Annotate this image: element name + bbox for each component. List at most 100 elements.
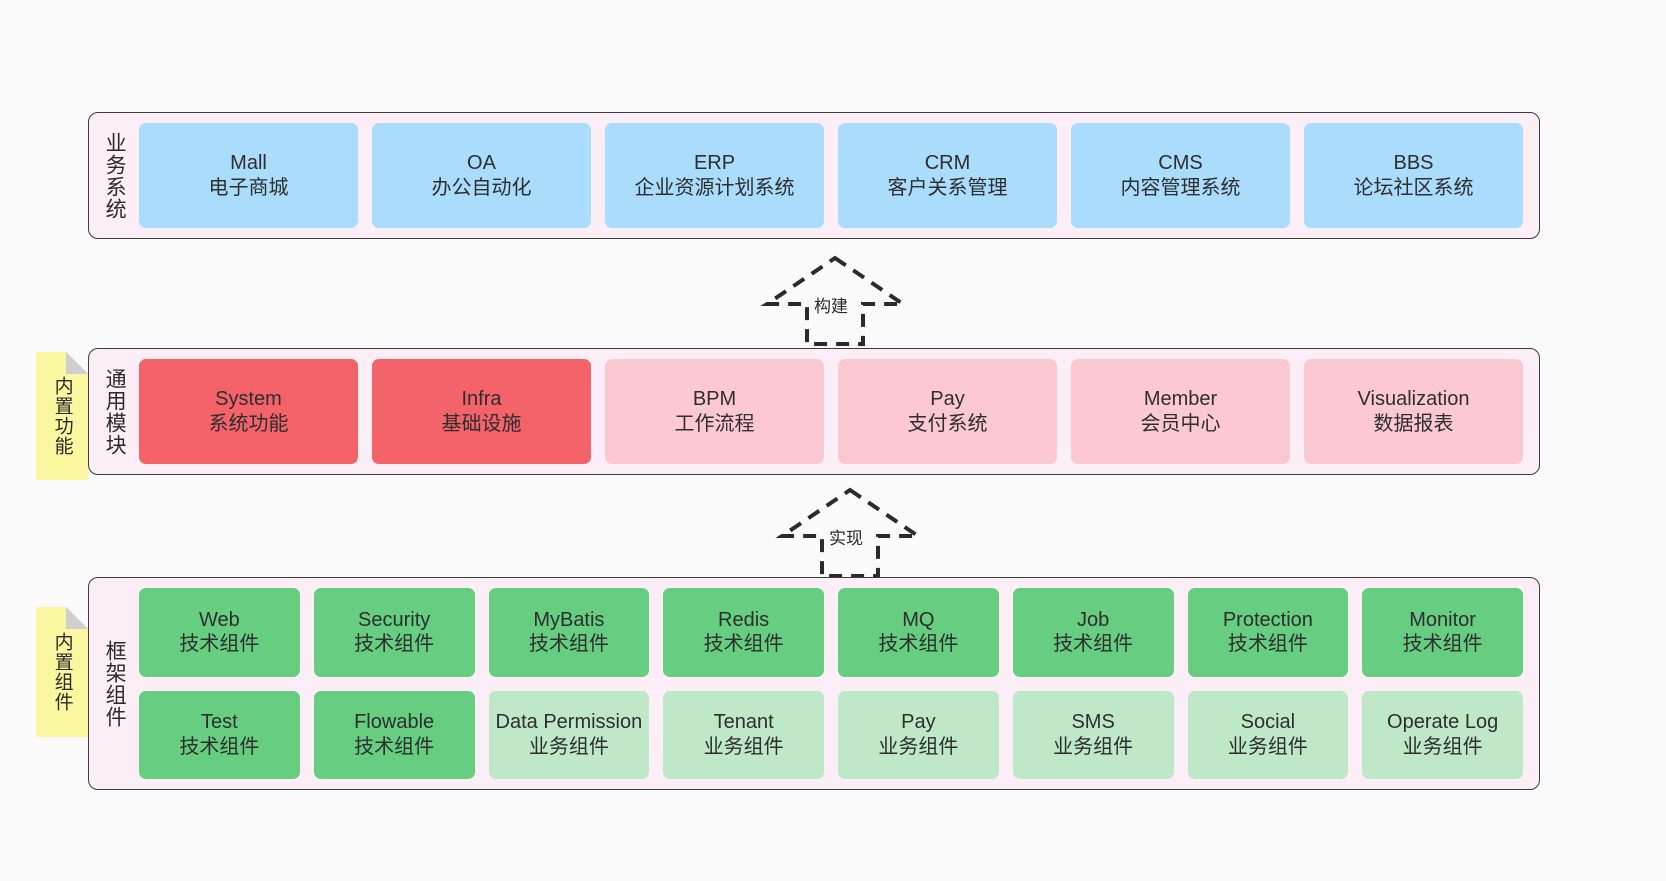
note-builtin-functions: 内置功能	[36, 352, 88, 480]
node-subtitle: 论坛社区系统	[1353, 176, 1474, 199]
node-subtitle: 技术组件	[703, 633, 784, 656]
node-title: Test	[201, 711, 238, 734]
node-title: SMS	[1071, 711, 1115, 734]
node-subtitle: 业务组件	[878, 735, 959, 758]
node-title: MyBatis	[533, 608, 605, 631]
node-title: Infra	[461, 388, 502, 411]
node-title: ERP	[693, 152, 736, 175]
node-title: OA	[467, 152, 496, 175]
node-title: CRM	[924, 152, 971, 175]
node-title: Social	[1240, 711, 1296, 734]
node-title: BPM	[692, 388, 737, 411]
node-title: Member	[1143, 388, 1218, 411]
node-title: Pay	[930, 388, 965, 411]
node-subtitle: 企业资源计划系统	[634, 176, 795, 199]
node-subtitle: 技术组件	[1227, 633, 1308, 656]
node-subtitle: 基础设施	[441, 412, 522, 435]
node-subtitle: 客户关系管理	[887, 176, 1008, 199]
node-subtitle: 内容管理系统	[1120, 176, 1241, 199]
node-subtitle: 技术组件	[1402, 633, 1483, 656]
node-title: Flowable	[354, 711, 435, 734]
node-title: Job	[1077, 608, 1110, 631]
node-title: Visualization	[1357, 388, 1470, 411]
node-subtitle: 数据报表	[1373, 412, 1454, 435]
layer-label-framework: 框架组件	[103, 639, 127, 728]
node-title: CMS	[1158, 152, 1203, 175]
node-subtitle: 工作流程	[674, 412, 755, 435]
node-title: Redis	[718, 608, 770, 631]
node-subtitle: 技术组件	[179, 735, 260, 758]
connector-build: 构建	[755, 255, 915, 346]
node-subtitle: 技术组件	[878, 633, 959, 656]
node-title: System	[215, 388, 282, 411]
node-subtitle: 业务组件	[1402, 735, 1483, 758]
node-subtitle: 技术组件	[354, 633, 435, 656]
connector-implement: 实现	[770, 487, 930, 578]
node-title: Data Permission	[495, 711, 643, 734]
note-builtin-components-label: 内置组件	[51, 632, 73, 712]
layer-label-business: 业务系统	[103, 131, 127, 220]
node-title: BBS	[1393, 152, 1434, 175]
note-builtin-components: 内置组件	[36, 607, 88, 737]
node-subtitle: 会员中心	[1140, 412, 1221, 435]
node-subtitle: 业务组件	[528, 735, 609, 758]
connector-implement-label: 实现	[827, 524, 865, 549]
node-subtitle: 业务组件	[1227, 735, 1308, 758]
node-subtitle: 支付系统	[907, 412, 988, 435]
node-subtitle: 业务组件	[1053, 735, 1134, 758]
connector-build-label: 构建	[812, 292, 850, 317]
node-title: Web	[198, 608, 240, 631]
node-title: Security	[358, 608, 431, 631]
node-subtitle: 技术组件	[354, 735, 435, 758]
node-title: Tenant	[713, 711, 774, 734]
node-title: Protection	[1222, 608, 1313, 631]
node-subtitle: 系统功能	[208, 412, 289, 435]
node-subtitle: 技术组件	[179, 633, 260, 656]
layer-label-modules: 通用模块	[103, 367, 127, 456]
node-title: Operate Log	[1387, 711, 1499, 734]
node-subtitle: 业务组件	[703, 735, 784, 758]
node-title: Mall	[230, 152, 267, 175]
node-title: Monitor	[1409, 608, 1476, 631]
node-subtitle: 技术组件	[1053, 633, 1134, 656]
node-subtitle: 办公自动化	[431, 176, 532, 199]
note-builtin-functions-label: 内置功能	[51, 376, 73, 456]
node-title: MQ	[902, 608, 935, 631]
